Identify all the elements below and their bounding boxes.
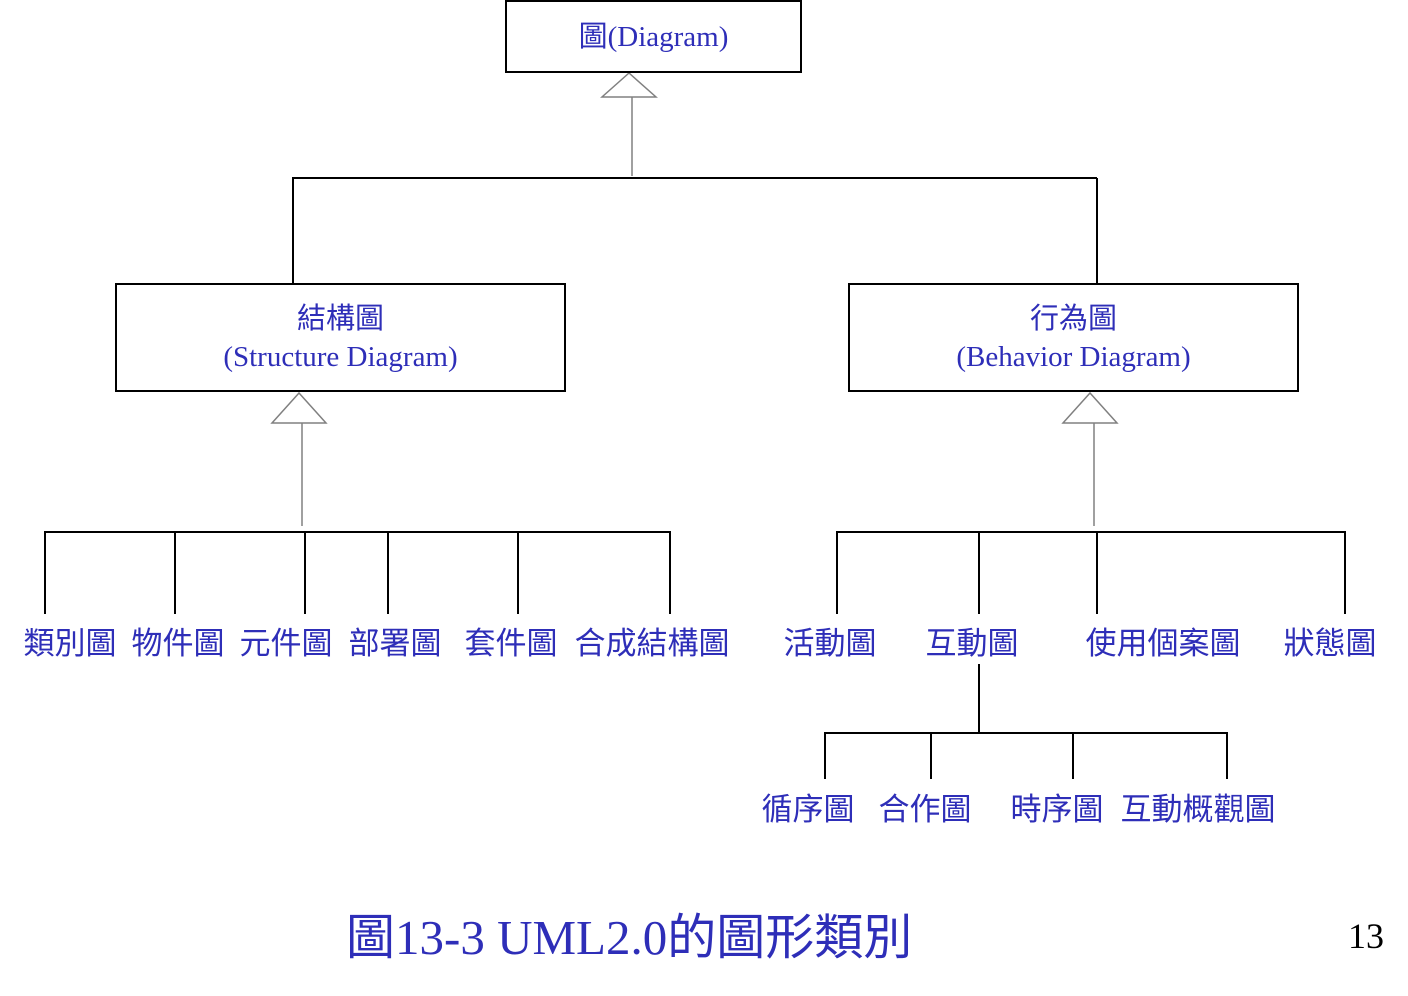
structure-child-component-diagram: 元件圖 [239,626,333,661]
structure-child-class-diagram: 類別圖 [23,626,117,661]
behavior-child-interaction-diagram: 互動圖 [925,626,1019,661]
interaction-child-timing-diagram: 時序圖 [1010,792,1104,827]
behavior-child-activity-diagram: 活動圖 [783,626,877,661]
behavior-inheritance-triangle [1061,391,1119,424]
behavior-child-use-case-diagram: 使用個案圖 [1085,626,1241,661]
interaction-child-interaction-overview-diagram: 互動概觀圖 [1120,792,1276,827]
structure-diagram-subtitle: (Structure Diagram) [223,340,458,373]
structure-diagram-title: 結構圖 [296,302,384,335]
structure-child-deployment-diagram: 部署圖 [348,626,442,661]
interaction-child-sequence-diagram: 循序圖 [761,792,855,827]
root-diagram-label: 圖(Diagram) [578,20,729,53]
behavior-diagram-subtitle: (Behavior Diagram) [956,340,1191,373]
figure-caption: 圖13-3 UML2.0的圖形類別 [346,910,913,965]
behavior-diagram-title: 行為圖 [1029,302,1117,335]
structure-inheritance-triangle [270,391,328,424]
structure-child-composite-structure-diagram: 合成結構圖 [574,626,730,661]
behavior-diagram-box: 行為圖 (Behavior Diagram) [848,283,1299,392]
root-inheritance-triangle [600,71,658,98]
interaction-child-collaboration-diagram: 合作圖 [878,792,972,827]
structure-diagram-box: 結構圖 (Structure Diagram) [115,283,566,392]
root-diagram-box: 圖(Diagram) [505,0,802,73]
structure-child-object-diagram: 物件圖 [131,626,225,661]
page-number: 13 [1348,916,1384,956]
structure-child-package-diagram: 套件圖 [464,626,558,661]
behavior-child-state-diagram: 狀態圖 [1283,626,1377,661]
